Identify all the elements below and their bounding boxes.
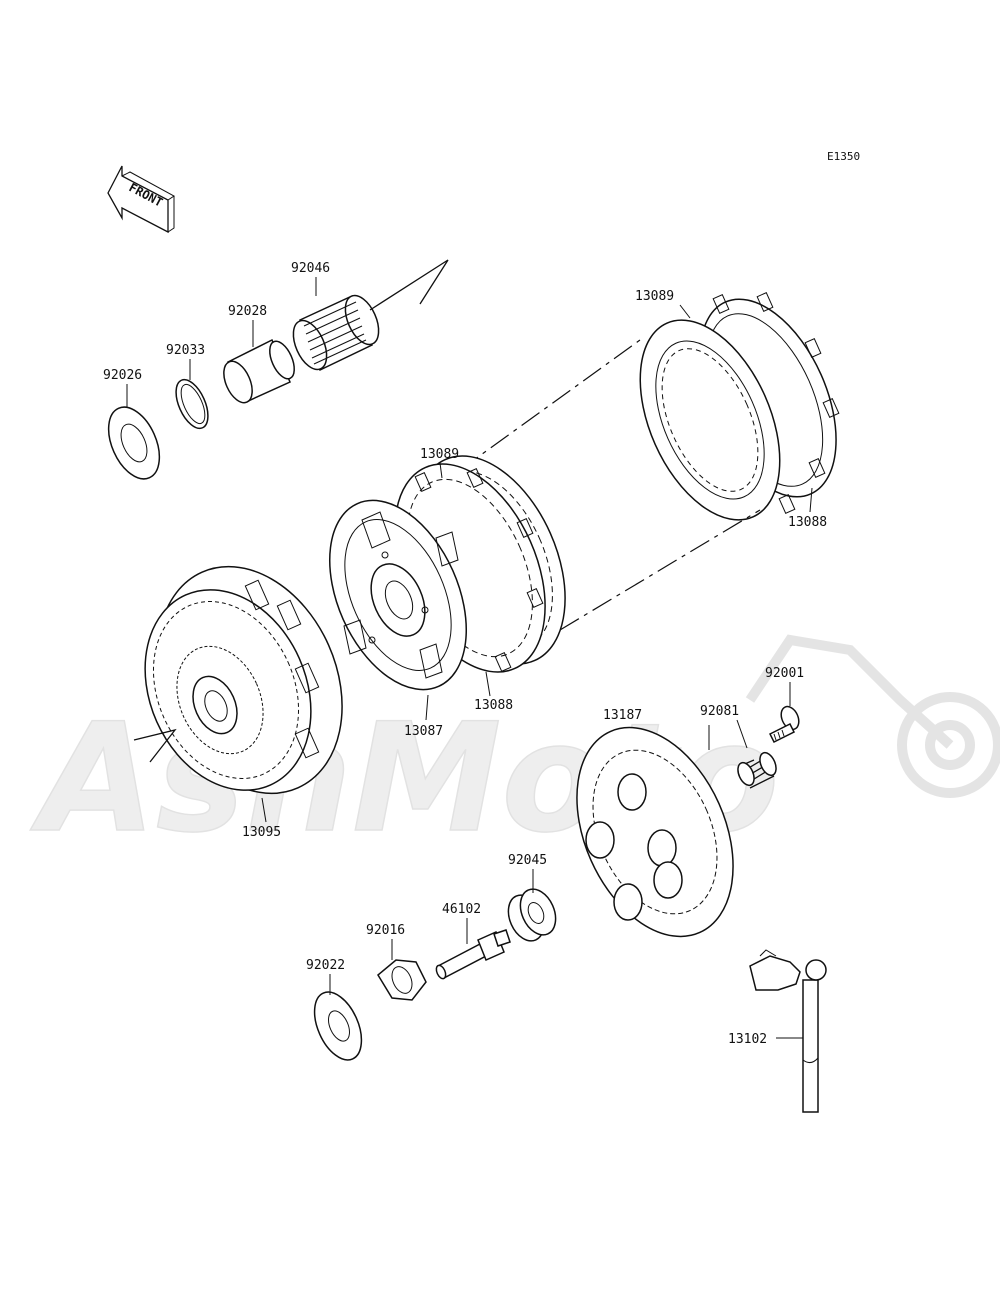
washer-92022 <box>313 991 363 1061</box>
label-92046: 92046 <box>291 261 330 276</box>
push-rod-46102 <box>435 929 511 980</box>
label-13087: 13087 <box>404 724 443 739</box>
label-92081: 92081 <box>700 704 739 719</box>
watermark-motorcycle-icon <box>745 634 1000 798</box>
label-13089-top: 13089 <box>635 289 674 304</box>
page-code: E1350 <box>827 150 860 163</box>
front-arrow-label: FRONT <box>127 180 165 209</box>
needle-bearing-92046 <box>292 259 449 372</box>
bolt-92001 <box>768 705 800 744</box>
pressure-plate-13187 <box>576 726 734 938</box>
label-92016: 92016 <box>366 923 405 938</box>
steel-plate-13089-right <box>639 319 781 521</box>
collar-92028 <box>223 338 295 404</box>
label-13187: 13187 <box>603 708 642 723</box>
label-46102: 46102 <box>442 902 481 917</box>
washer-92026 <box>107 406 161 480</box>
label-92001: 92001 <box>765 666 804 681</box>
label-92022: 92022 <box>306 958 345 973</box>
nut-92016 <box>377 959 427 1001</box>
label-92033: 92033 <box>166 343 205 358</box>
release-lever-13102 <box>749 949 827 1113</box>
label-13095: 13095 <box>242 825 281 840</box>
ball-bearing-92045 <box>507 888 557 942</box>
spring-92081 <box>737 751 777 789</box>
label-13102: 13102 <box>728 1032 767 1047</box>
label-92026: 92026 <box>103 368 142 383</box>
label-92028: 92028 <box>228 304 267 319</box>
label-92045: 92045 <box>508 853 547 868</box>
clutch-housing-13095 <box>133 565 343 795</box>
label-13088-mid: 13088 <box>474 698 513 713</box>
front-arrow-icon: FRONT <box>107 165 175 234</box>
circlip-92033 <box>175 378 209 430</box>
label-13088-right: 13088 <box>788 515 827 530</box>
clutch-hub-13087 <box>328 499 468 691</box>
label-13089-mid: 13089 <box>420 447 459 462</box>
